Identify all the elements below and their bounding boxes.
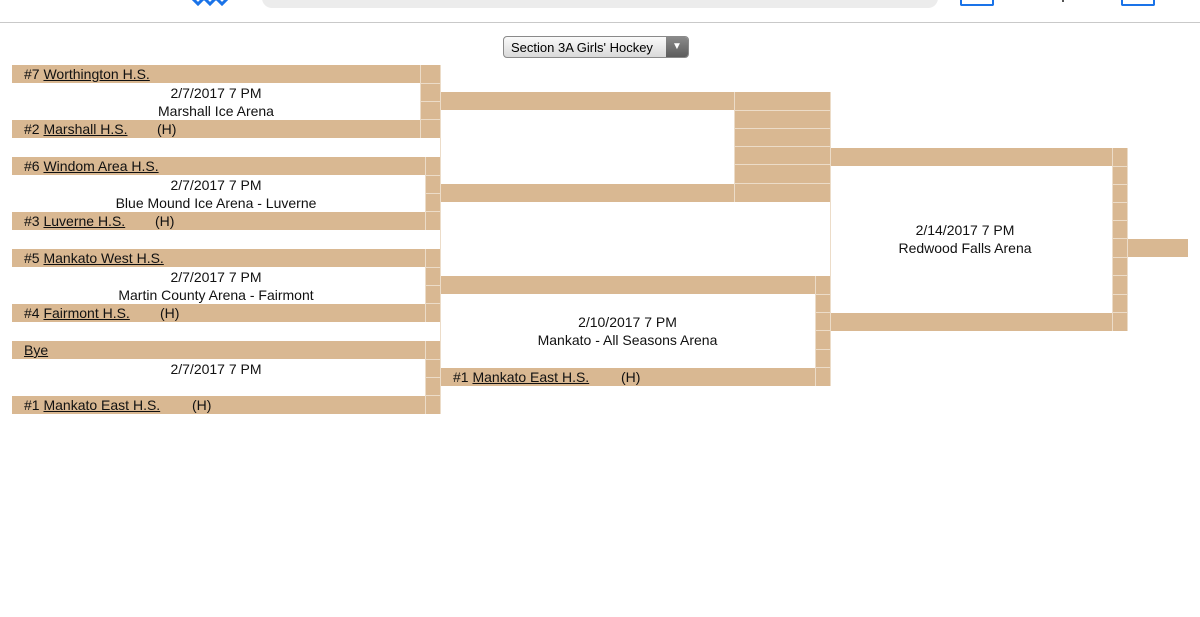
browser-toolbar: [0, 0, 1200, 23]
section-select[interactable]: Section 3A Girls' Hockey ▼: [503, 36, 689, 58]
team-link[interactable]: Fairmont H.S.: [43, 305, 130, 321]
bracket-slot: [12, 120, 440, 138]
team-link[interactable]: Mankato East H.S.: [472, 369, 590, 385]
address-bar[interactable]: [262, 0, 938, 8]
share-icon[interactable]: [960, 0, 994, 6]
team-seed: #1: [24, 397, 40, 413]
reload-icon[interactable]: [1058, 0, 1064, 2]
bracket-connector: [815, 276, 830, 386]
bracket-slot: [12, 157, 440, 175]
game-venue: Marshall Ice Arena: [158, 103, 274, 119]
team-seed: #5: [24, 250, 40, 266]
bracket-slot: [12, 249, 440, 267]
tabs-icon[interactable]: [1121, 0, 1155, 6]
game-date: 2/7/2017 7 PM: [170, 361, 262, 377]
logo-icon: [191, 0, 229, 6]
game-venue: Martin County Arena - Fairmont: [118, 287, 314, 303]
game-date: 2/10/2017 7 PM: [578, 314, 677, 330]
team-link[interactable]: Worthington H.S.: [43, 66, 150, 82]
home-marker: (H): [157, 121, 177, 137]
team-seed: #6: [24, 158, 40, 174]
bracket-slot: [1127, 239, 1188, 257]
home-marker: (H): [192, 397, 212, 413]
team-seed: #4: [24, 305, 40, 321]
team-slot: #5 Mankato West H.S.: [24, 249, 164, 267]
home-marker: (H): [155, 213, 175, 229]
team-slot: #2 Marshall H.S. (H): [24, 120, 424, 138]
team-seed: #7: [24, 66, 40, 82]
bracket-connector: [1112, 148, 1127, 331]
team-seed: #2: [24, 121, 40, 137]
team-slot: #7 Worthington H.S.: [24, 65, 150, 83]
game-date: 2/7/2017 7 PM: [170, 177, 262, 193]
team-slot: #1 Mankato East H.S. (H): [453, 368, 793, 386]
team-link[interactable]: Bye: [24, 342, 49, 358]
game-info: 2/7/2017 7 PM Marshall Ice Arena: [0, 84, 432, 120]
team-link[interactable]: Luverne H.S.: [43, 213, 126, 229]
home-marker: (H): [160, 305, 180, 321]
team-link[interactable]: Marshall H.S.: [43, 121, 128, 137]
bracket-slot: [12, 396, 440, 414]
game-venue: Mankato - All Seasons Arena: [537, 332, 718, 348]
team-slot: #6 Windom Area H.S.: [24, 157, 159, 175]
bracket-slot: [12, 212, 440, 230]
game-info: 2/14/2017 7 PM Redwood Falls Arena: [830, 221, 1100, 257]
bracket-slot: [440, 368, 830, 386]
section-select-value: Section 3A Girls' Hockey: [511, 40, 653, 55]
team-slot: Bye: [24, 341, 48, 359]
bracket-slot: [830, 313, 1127, 331]
team-slot: #1 Mankato East H.S. (H): [24, 396, 424, 414]
game-info: 2/10/2017 7 PM Mankato - All Seasons Are…: [440, 313, 815, 349]
bracket-slot: [12, 304, 440, 322]
bracket-slot: [12, 65, 440, 83]
game-date: 2/7/2017 7 PM: [170, 85, 262, 101]
game-date: 2/7/2017 7 PM: [170, 269, 262, 285]
bracket-connector: [734, 92, 830, 202]
game-venue: Redwood Falls Arena: [898, 240, 1032, 256]
team-seed: #3: [24, 213, 40, 229]
bracket-slot: [440, 92, 830, 110]
team-link[interactable]: Windom Area H.S.: [43, 158, 159, 174]
bracket-slot: [12, 341, 440, 359]
bracket-slot: [440, 276, 830, 294]
team-link[interactable]: Mankato East H.S.: [43, 397, 161, 413]
team-slot: #3 Luverne H.S. (H): [24, 212, 424, 230]
triangle-down-icon: ▼: [666, 37, 688, 57]
game-info: 2/7/2017 7 PM: [0, 360, 432, 378]
game-info: 2/7/2017 7 PM Martin County Arena - Fair…: [0, 268, 432, 304]
team-slot: #4 Fairmont H.S. (H): [24, 304, 424, 322]
game-venue: Blue Mound Ice Arena - Luverne: [115, 195, 317, 211]
team-link[interactable]: Mankato West H.S.: [43, 250, 164, 266]
game-date: 2/14/2017 7 PM: [915, 222, 1015, 238]
game-info: 2/7/2017 7 PM Blue Mound Ice Arena - Luv…: [0, 176, 432, 212]
bracket-slot: [440, 184, 830, 202]
home-marker: (H): [621, 369, 641, 385]
bracket-slot: [830, 148, 1127, 166]
team-seed: #1: [453, 369, 469, 385]
